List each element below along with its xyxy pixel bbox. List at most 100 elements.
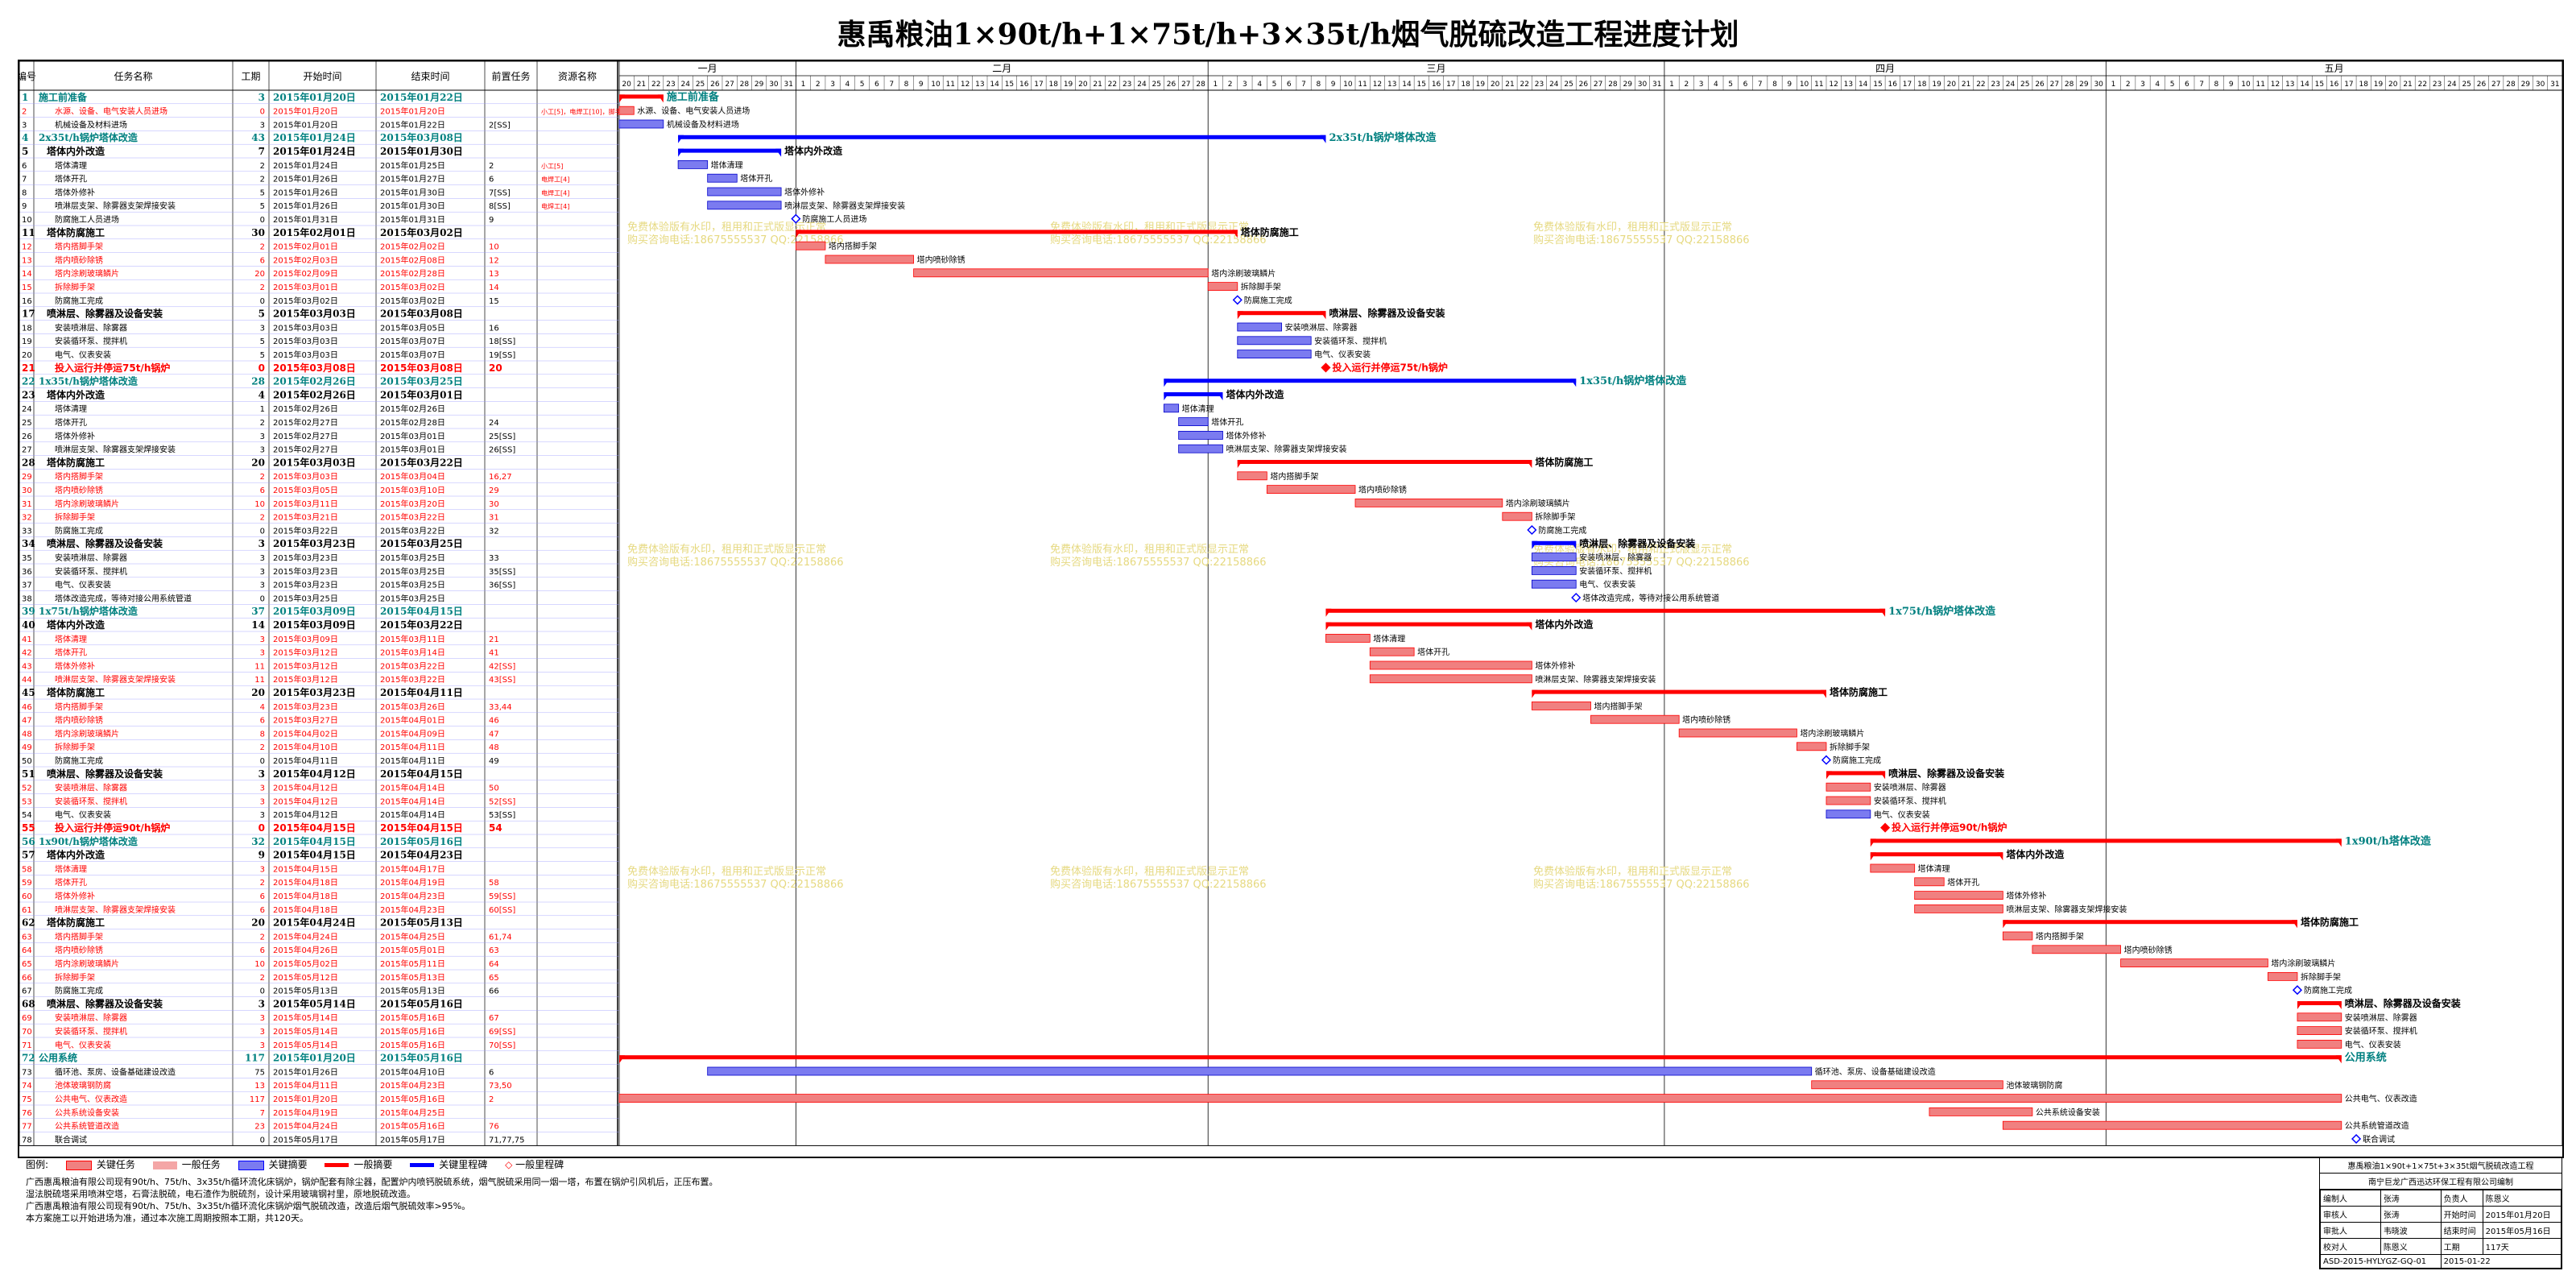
bar-label: 循环池、泵房、设备基础建设改造 <box>1815 1066 1936 1077</box>
day-label: 6 <box>875 81 879 89</box>
task-duration: 3 <box>258 538 265 549</box>
task-predecessor: 42[SS] <box>489 662 515 671</box>
task-start: 2015年01月24日 <box>273 131 356 143</box>
cell: 结束时间 <box>2440 1222 2483 1239</box>
task-predecessor: 76 <box>489 1123 499 1132</box>
bar-label: 公共系统管道改造 <box>2345 1120 2409 1131</box>
task-predecessor: 53[SS] <box>489 811 515 820</box>
legend-text: 关键摘要 <box>268 1159 308 1170</box>
task-predecessor: 33 <box>489 554 499 563</box>
task-id: 72 <box>22 1053 35 1064</box>
task-start: 2015年03月03日 <box>273 471 338 482</box>
task-duration: 75 <box>254 1068 265 1077</box>
day-label: 15 <box>1417 81 1426 89</box>
column-header: 结束时间 <box>411 71 449 82</box>
task-id: 66 <box>22 974 32 983</box>
task-bar <box>1590 714 1680 724</box>
task-bar <box>913 268 1209 278</box>
task-bar <box>1678 728 1797 738</box>
bar-label: 公用系统 <box>2345 1051 2387 1064</box>
day-label: 24 <box>2447 81 2457 89</box>
task-start: 2015年03月03日 <box>273 336 338 346</box>
day-label: 11 <box>1358 81 1367 89</box>
day-label: 4 <box>845 81 850 89</box>
task-start: 2015年04月12日 <box>273 768 356 780</box>
task-name: 公共电气、仪表改造 <box>55 1094 127 1104</box>
cell: 张涛 <box>2380 1206 2442 1223</box>
task-predecessor: 2 <box>489 162 494 171</box>
day-label: 18 <box>1049 81 1059 89</box>
task-name: 塔体开孔 <box>55 877 87 888</box>
summary-bar <box>1532 689 1826 694</box>
task-start: 2015年01月20日 <box>273 1052 356 1064</box>
bar-label: 塔体防腐施工 <box>1830 686 1888 698</box>
task-duration: 2 <box>260 419 265 428</box>
task-name: 循环池、泵房、设备基础建设改造 <box>55 1066 176 1077</box>
doc-date: 2015-01-22 <box>2440 1254 2562 1269</box>
cell: 张涛 <box>2380 1190 2442 1207</box>
task-duration: 4 <box>260 703 265 712</box>
task-start: 2015年04月26日 <box>273 945 338 955</box>
bar-label: 塔体内外改造 <box>2006 848 2065 860</box>
task-end: 2015年01月25日 <box>380 160 445 171</box>
day-label: 25 <box>2462 81 2471 89</box>
task-name: 电气、仪表安装 <box>55 350 111 360</box>
day-label: 1 <box>1213 81 1218 89</box>
task-bar <box>1914 877 1945 887</box>
task-bar <box>707 1066 1813 1076</box>
bar-label: 公共系统设备安装 <box>2036 1107 2100 1117</box>
task-start: 2015年04月15日 <box>273 835 356 847</box>
task-start: 2015年03月22日 <box>273 525 338 536</box>
task-name: 防腐施工完成 <box>55 986 103 996</box>
task-start: 2015年04月18日 <box>273 905 338 915</box>
legend-normal-summary: 一般摘要 <box>325 1157 392 1171</box>
task-end: 2015年03月22日 <box>380 619 463 631</box>
task-end: 2015年04月23日 <box>380 849 463 861</box>
task-predecessor: 35[SS] <box>489 568 515 577</box>
bar-label: 塔体外修补 <box>1226 430 1266 441</box>
day-label: 30 <box>1638 81 1648 89</box>
task-end: 2015年04月09日 <box>380 728 445 739</box>
bar-label: 机械设备及材料进场 <box>667 119 739 130</box>
task-name: 塔内搭脚手架 <box>55 931 103 942</box>
task-end: 2015年03月22日 <box>380 674 445 685</box>
task-start: 2015年04月11日 <box>273 1080 338 1091</box>
task-id: 33 <box>22 527 32 536</box>
bar-label: 电气、仪表安装 <box>1579 579 1635 590</box>
day-label: 5 <box>2170 81 2175 89</box>
legend-swatch-summary <box>325 1163 349 1167</box>
task-duration: 0 <box>260 1136 265 1145</box>
day-label: 21 <box>1505 81 1514 89</box>
task-resource: 小工[5]，电焊工[10]，脚手 <box>541 108 622 116</box>
task-end: 2015年05月16日 <box>380 1040 445 1050</box>
task-duration: 2 <box>260 974 265 983</box>
task-name: 塔内涂刷玻璃鳞片 <box>55 499 119 509</box>
legend-text: 一般里程碑 <box>515 1159 564 1170</box>
task-start: 2015年01月20日 <box>273 106 338 117</box>
task-name: 塔体开孔 <box>55 174 87 184</box>
summary-end-cap <box>1570 540 1577 549</box>
task-duration: 11 <box>254 676 265 685</box>
bar-label: 塔体内外改造 <box>1535 619 1594 631</box>
task-start: 2015年03月23日 <box>273 686 356 698</box>
summary-start-cap <box>1826 771 1832 780</box>
task-end: 2015年03月25日 <box>380 566 445 577</box>
task-id: 23 <box>22 389 35 400</box>
bar-label: 投入运行并停运90t/h锅炉 <box>1892 822 2007 834</box>
summary-start-cap <box>1325 622 1332 631</box>
task-predecessor: 19[SS] <box>489 351 515 360</box>
bar-label: 联合调试 <box>2363 1134 2395 1145</box>
task-bar <box>1531 579 1577 589</box>
task-id: 59 <box>22 879 32 888</box>
day-label: 30 <box>2536 81 2545 89</box>
task-id: 27 <box>22 446 32 455</box>
task-name: 拆除脚手架 <box>55 972 95 983</box>
task-id: 15 <box>22 284 32 292</box>
task-id: 65 <box>22 960 32 969</box>
task-end: 2015年03月22日 <box>380 512 445 523</box>
task-name: 2x35t/h锅炉塔体改造 <box>39 131 139 143</box>
task-id: 37 <box>22 582 32 590</box>
task-name: 安装循环泵、搅拌机 <box>55 796 127 806</box>
summary-end-cap <box>1879 608 1886 617</box>
task-duration: 5 <box>260 337 265 346</box>
